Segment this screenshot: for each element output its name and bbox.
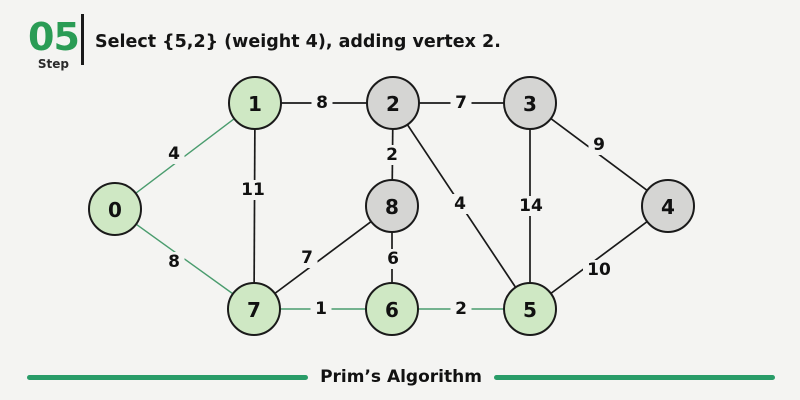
graph-node-6: 6 [365,282,419,336]
node-circle-8 [365,179,419,233]
edge-weight-2-5: 4 [454,194,466,214]
node-label-8: 8 [385,195,399,219]
footer-rule-right [493,374,775,380]
graph-node-5: 5 [503,282,557,336]
edge-weight-0-1: 4 [168,144,180,164]
node-circle-7 [227,282,281,336]
edge-weight-bg [311,93,333,113]
node-circle-3 [503,76,557,130]
edge-weight-6-7: 1 [315,299,327,319]
node-label-7: 7 [247,298,261,322]
node-label-4: 4 [661,195,675,219]
edge-weight-bg [449,194,471,214]
edge-weight-bg [515,196,547,216]
footer-rule-left [27,374,309,380]
edge-weight-bg [450,299,472,319]
edge-weight-bg [296,248,318,268]
edge-weight-bg [588,135,610,155]
header-divider [81,14,84,65]
node-circle-1 [228,76,282,130]
graph-node-1: 1 [228,76,282,130]
edge-weight-bg [381,145,403,165]
graph-edge-7-8 [253,205,393,310]
graph-node-8: 8 [365,179,419,233]
graph-node-3: 3 [503,76,557,130]
edge-weight-2-3: 7 [455,93,467,113]
graph-node-2: 2 [366,76,420,130]
edge-weight-1-2: 8 [316,93,328,113]
node-label-0: 0 [108,198,122,222]
edge-weight-bg [310,299,332,319]
edge-weight-bg [450,93,472,113]
step-description: Select {5,2} (weight 4), adding vertex 2… [95,32,501,52]
edge-weight-3-5: 14 [519,196,543,216]
node-label-3: 3 [523,92,537,116]
edge-weight-4-5: 10 [587,260,611,280]
step-box: 05 Step [28,15,80,71]
edge-weight-1-7: 11 [241,180,265,200]
node-circle-4 [641,179,695,233]
graph-node-4: 4 [641,179,695,233]
graph-node-7: 7 [227,282,281,336]
edge-weight-5-6: 2 [455,299,467,319]
graph-edge-1-7 [253,102,256,310]
node-circle-2 [366,76,420,130]
edge-weight-bg [163,252,185,272]
node-circle-0 [88,182,142,236]
step-label: Step [37,57,69,71]
node-label-5: 5 [523,298,537,322]
footer: Prim’s Algorithm [27,367,775,387]
node-circle-6 [365,282,419,336]
node-circle-5 [503,282,557,336]
node-label-1: 1 [248,92,262,116]
edge-weight-0-7: 8 [168,252,180,272]
graph-node-0: 0 [88,182,142,236]
edge-weight-3-4: 9 [593,135,605,155]
graph-edge-4-5 [529,205,669,310]
edge-weight-bg [583,260,615,280]
footer-title: Prim’s Algorithm [320,367,482,387]
edge-weight-bg [163,144,185,164]
edge-weight-7-8: 7 [301,248,313,268]
step-number: 05 [28,15,80,59]
graph-edge-0-1 [114,102,256,210]
node-label-6: 6 [385,298,399,322]
node-label-2: 2 [386,92,400,116]
edge-weight-2-8: 2 [386,145,398,165]
edge-weight-bg [237,180,269,200]
edge-weight-6-8: 6 [387,249,399,269]
edge-weight-bg [382,249,404,269]
